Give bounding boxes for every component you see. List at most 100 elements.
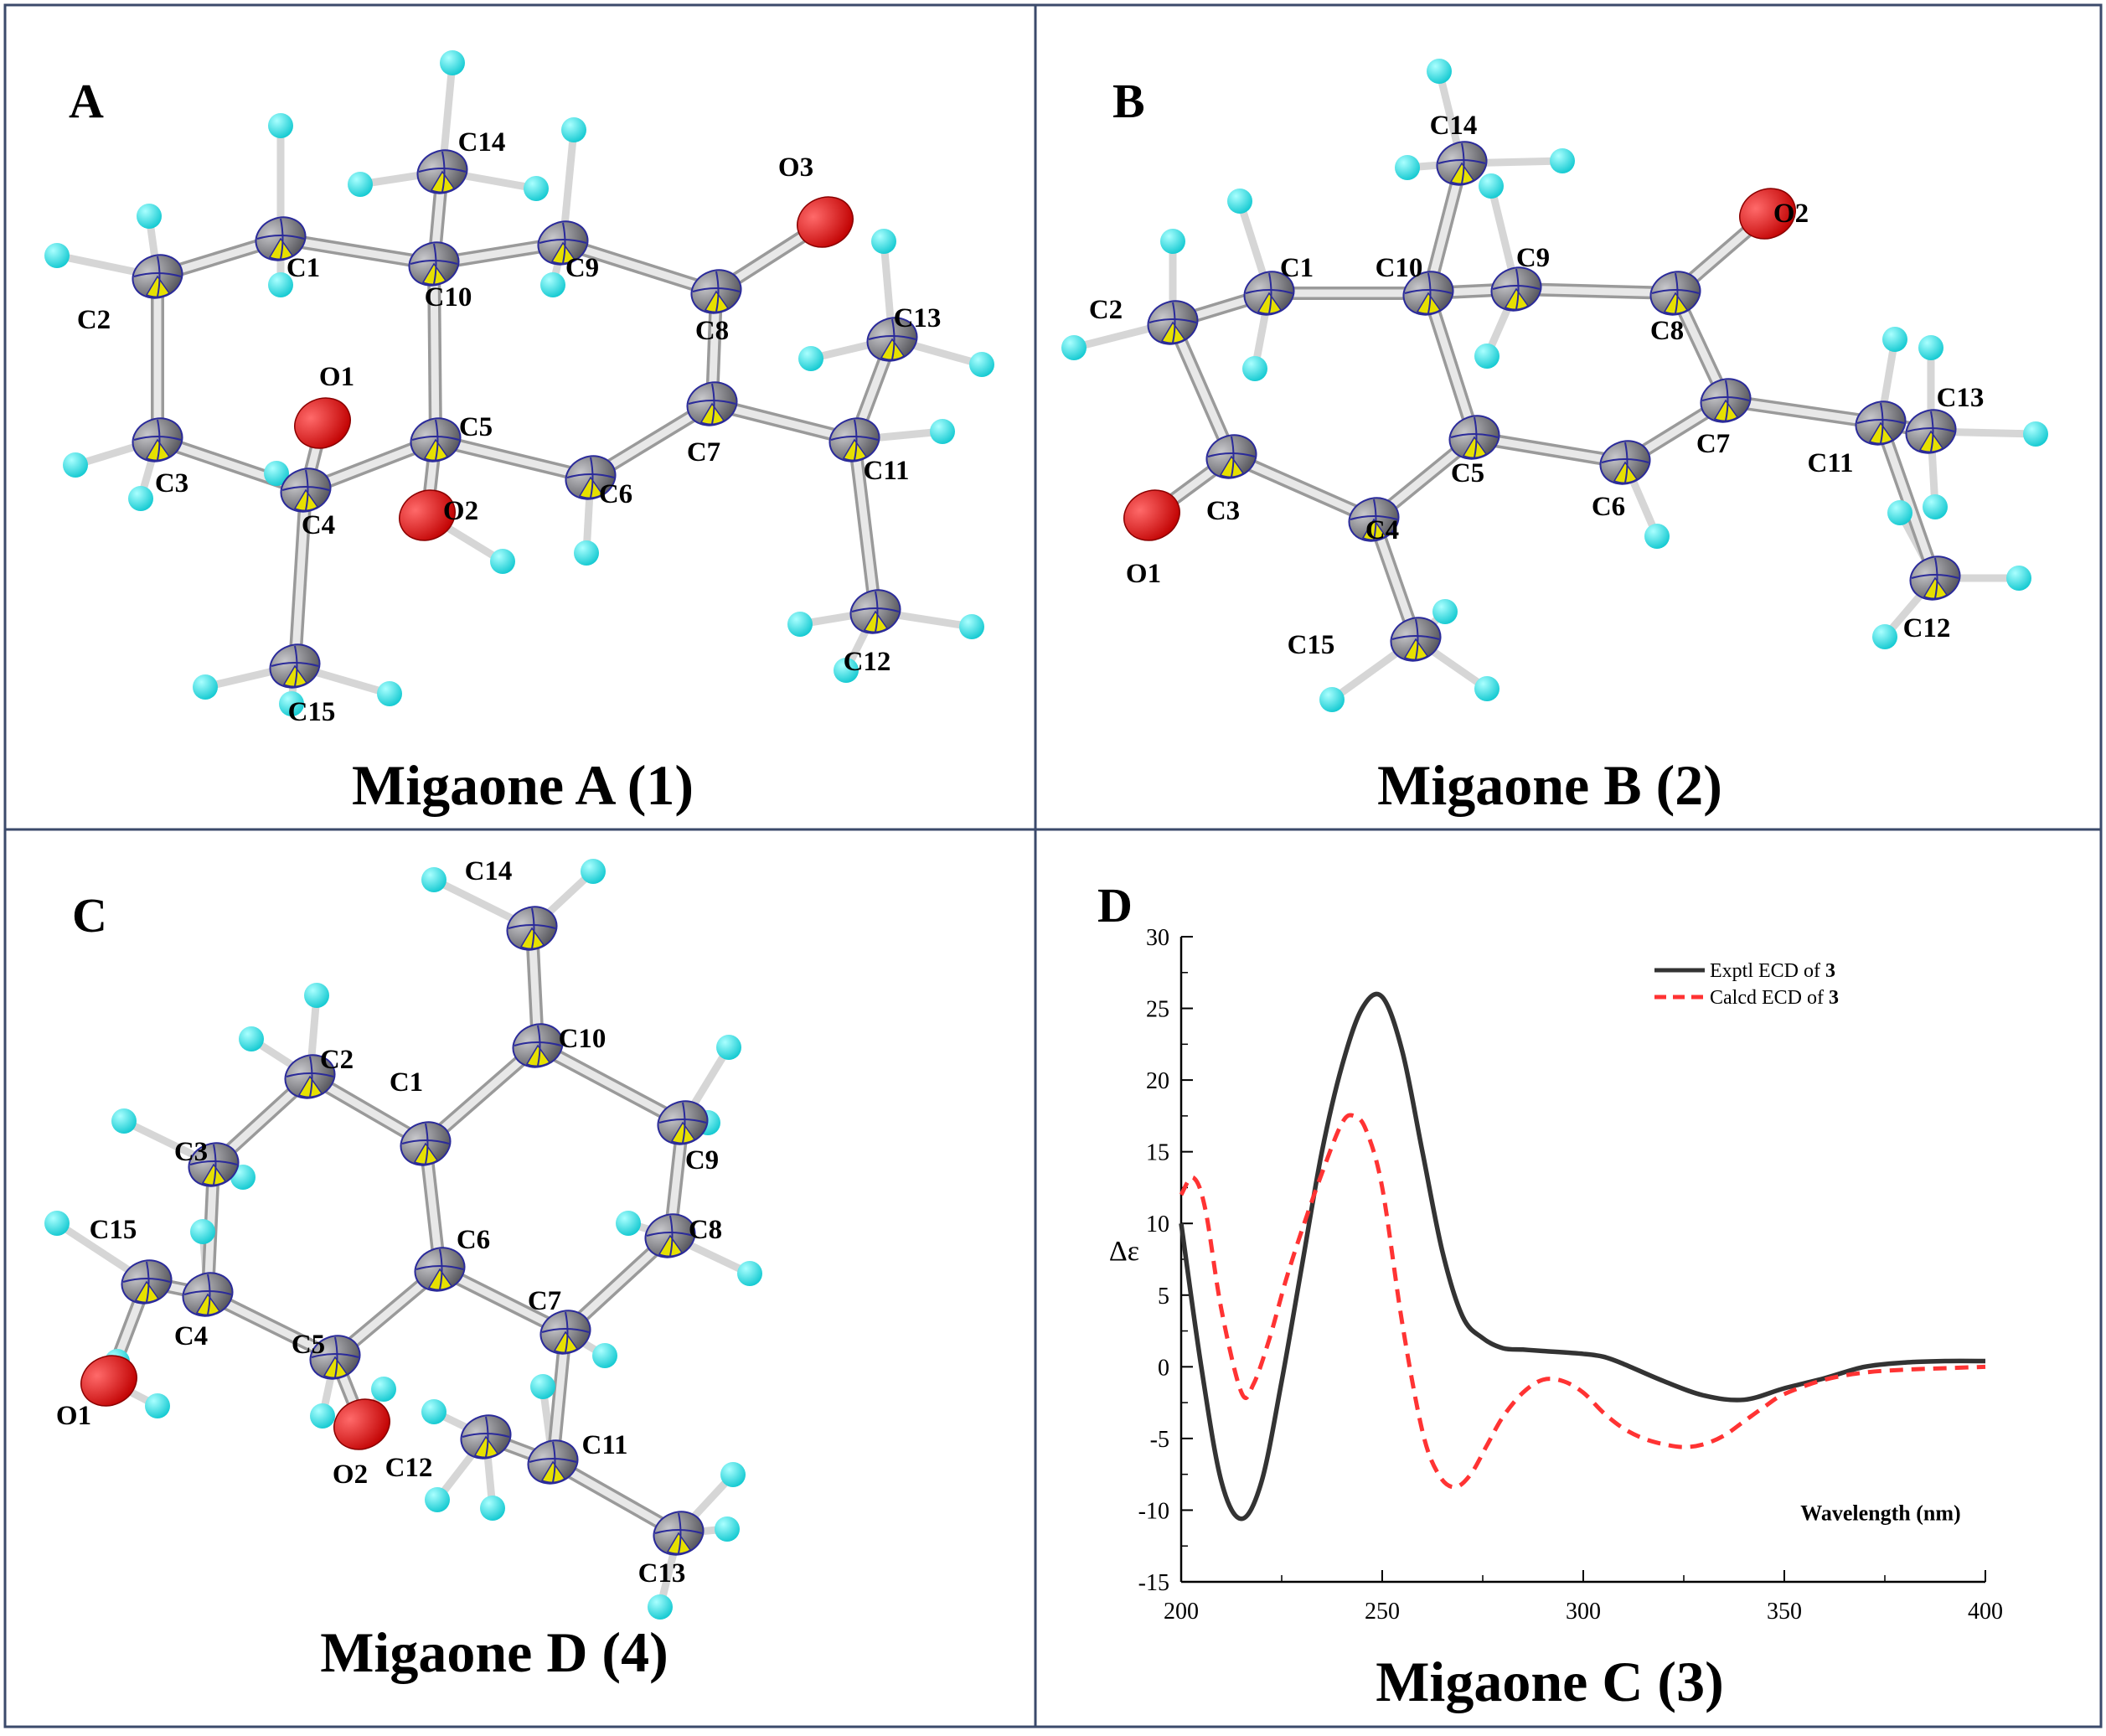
panel-a-atom-label-c14: C14 <box>458 127 506 158</box>
panel-c-atom-label-c6: C6 <box>457 1225 490 1255</box>
panel-a-atom-o3 <box>797 196 854 248</box>
panel-a-principal-ellipse-c5 <box>411 419 460 461</box>
panel-b-bond-shine-C11-C12 <box>1876 419 1939 582</box>
panel-b-hydrogen-atom-15 <box>1395 155 1420 180</box>
panel-letter-a: A <box>69 74 104 128</box>
panel-b-atom-label-o1: O1 <box>1126 559 1161 589</box>
panel-a-atom-label-c3: C3 <box>155 468 188 499</box>
panel-c-principal-ellipse-c4 <box>183 1274 232 1315</box>
panel-c-hydrogen-atom-10 <box>592 1343 617 1368</box>
panel-c-hydrogen-atom-23 <box>581 859 606 884</box>
panel-b-atom-c13 <box>1905 409 1957 454</box>
panel-a-atom-label-c1: C1 <box>286 253 320 283</box>
panel-a-atom-c7 <box>686 381 738 426</box>
panel-b-atom-label-c5: C5 <box>1451 458 1484 488</box>
panel-b-principal-ellipse-c14 <box>1438 142 1486 184</box>
panel-a-atom-o1 <box>294 397 351 449</box>
panel-c-principal-ellipse-c1 <box>401 1123 450 1165</box>
panel-c-atom-c1 <box>400 1121 452 1166</box>
x-axis-label: Wavelength (nm) <box>1800 1501 1960 1525</box>
y-tick-label-3: 0 <box>1158 1355 1169 1381</box>
panel-b-principal-ellipse-c11 <box>1856 402 1905 444</box>
panel-b-principal-ellipse-c1 <box>1245 272 1293 314</box>
panel-a-oxygen-ellipsoid-o2 <box>399 489 456 541</box>
panel-c-atom-label-c1: C1 <box>390 1067 423 1098</box>
panel-b-oxygen-ellipsoid-o2 <box>1739 188 1796 240</box>
panel-b-hydrogen-atom-19 <box>1474 676 1499 701</box>
panel-c-atom-c12 <box>460 1414 512 1460</box>
panel-a-atom-c14 <box>416 149 468 194</box>
panel-b-principal-ellipse-c6 <box>1601 442 1649 483</box>
panel-c-hydrogen-atom-1 <box>239 1026 264 1051</box>
panel-b-atom-c12 <box>1909 555 1961 601</box>
panel-b-atom-o2 <box>1739 188 1796 240</box>
panel-b-bond-shine-C3-C4 <box>1227 452 1378 524</box>
panel-c-atom-label-o2: O2 <box>333 1460 368 1490</box>
panel-a-atom-label-c11: C11 <box>863 456 909 486</box>
figure-border <box>3 3 2103 1728</box>
panel-a-hydrogen-atom-5 <box>128 486 153 511</box>
panel-c-atom-label-c12: C12 <box>385 1453 433 1483</box>
panel-c-hydrogen-atom-22 <box>421 867 446 892</box>
panel-a-atom-c11 <box>828 417 880 462</box>
panel-a-atom-label-c6: C6 <box>599 479 632 509</box>
panel-a-hydrogen-atom-19 <box>524 176 549 201</box>
panel-a-principal-ellipse-c3 <box>133 419 182 461</box>
panel-c-atom-c5 <box>309 1335 361 1380</box>
panel-a-atom-label-c2: C2 <box>77 305 111 335</box>
panel-c-hydrogen-atom-19 <box>720 1462 746 1487</box>
panel-a-oxygen-ellipsoid-o3 <box>797 196 854 248</box>
panel-a-hydrogen-atom-18 <box>348 172 373 197</box>
panel-b-atom-label-c11: C11 <box>1807 448 1853 478</box>
panel-b-atom-c7 <box>1700 378 1752 423</box>
series-line-0 <box>1179 991 1986 1522</box>
panel-b-hydrogen-atom-1 <box>1242 356 1267 381</box>
y-axis-label: Δε <box>1109 1236 1139 1267</box>
panel-a-principal-ellipse-c14 <box>418 151 467 193</box>
panel-a-hydrogen-atom-12 <box>959 614 984 639</box>
panel-b-bond-shine-C8-C9 <box>1512 285 1680 297</box>
panel-b-atom-label-c4: C4 <box>1365 515 1399 545</box>
panel-c-caption: Migaone D (4) <box>320 1620 668 1684</box>
panel-b-principal-ellipse-c12 <box>1911 557 1959 599</box>
panel-b-hydrogen-atom-17 <box>1319 687 1345 712</box>
panel-c-hydrogen-atom-16 <box>425 1487 450 1512</box>
y-tick-label-8: 25 <box>1146 997 1169 1023</box>
panel-b-principal-ellipse-c15 <box>1391 618 1440 660</box>
panel-letter-c: C <box>72 888 107 943</box>
panel-b-atom-label-c1: C1 <box>1280 253 1314 283</box>
panel-a-atom-c13 <box>866 317 918 362</box>
panel-a-hydrogen-atom-9 <box>540 272 565 297</box>
panel-a-bond-shine-C8-C9 <box>559 239 720 296</box>
panel-b-atom-c5 <box>1448 415 1500 460</box>
panel-b-atom-c1 <box>1243 271 1295 316</box>
panel-a-atom-c9 <box>537 220 589 266</box>
panel-a-atom-label-c7: C7 <box>687 437 720 468</box>
panel-c-hydrogen-atom-21 <box>648 1594 673 1620</box>
panel-c-atom-c10 <box>512 1023 564 1068</box>
panel-c-principal-ellipse-c14 <box>508 907 556 949</box>
panel-a-principal-ellipse-c15 <box>271 645 319 687</box>
panel-c-atom-c6 <box>414 1247 466 1292</box>
panel-b-hydrogen-atom-9 <box>2006 566 2031 591</box>
panel-c-principal-ellipse-c11 <box>529 1441 577 1483</box>
panel-a-atom-label-c12: C12 <box>844 647 891 677</box>
panel-c-atom-c4 <box>182 1272 234 1317</box>
panel-b-atom-c6 <box>1599 440 1651 485</box>
panel-b-atom-c10 <box>1402 271 1454 316</box>
panel-b-hydrogen-atom-10 <box>1872 624 1897 649</box>
panel-c-principal-ellipse-c7 <box>541 1311 590 1353</box>
panel-c-principal-ellipse-c2 <box>286 1056 334 1098</box>
panel-b-atom-c8 <box>1649 271 1701 316</box>
panel-a-hydrogen-atom-8 <box>561 117 586 142</box>
panel-b-atom-label-c6: C6 <box>1592 492 1625 522</box>
panel-a-atom-label-c4: C4 <box>302 510 335 540</box>
panel-a-atom-c2 <box>132 254 183 299</box>
panel-c-atom-label-c3: C3 <box>174 1137 208 1167</box>
panel-a-atom-c6 <box>565 455 617 500</box>
panel-c-atom-c15 <box>121 1259 173 1305</box>
panel-b-bond-shine-C2-C3 <box>1169 318 1236 461</box>
y-tick-label-2: -5 <box>1150 1427 1169 1453</box>
